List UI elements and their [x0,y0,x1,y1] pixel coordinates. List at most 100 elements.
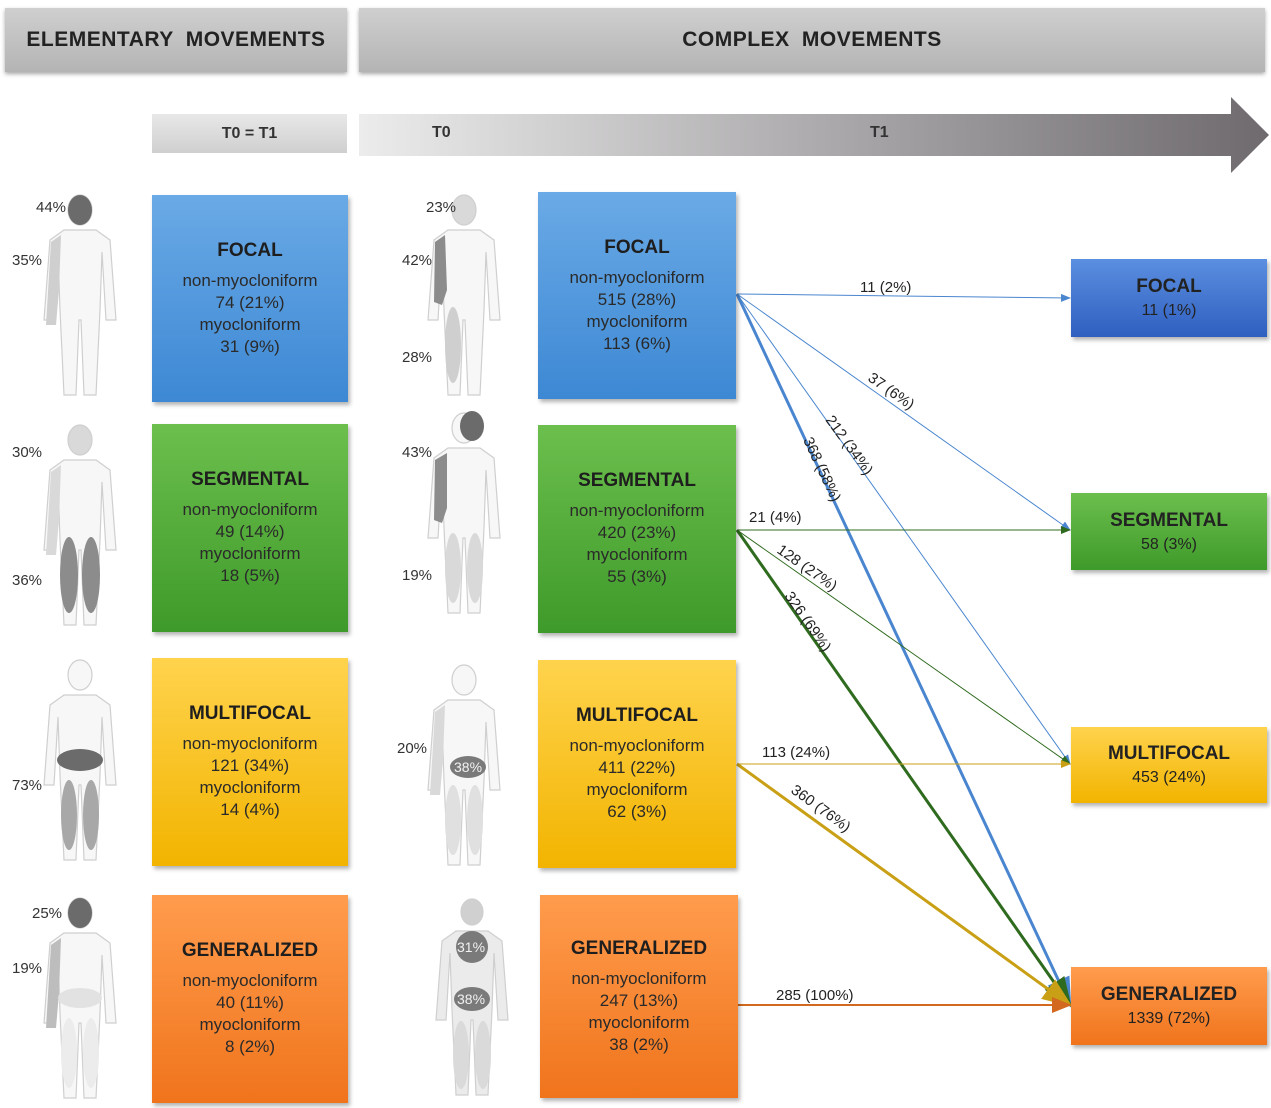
flow-segmental-to-multifocal [736,529,1071,765]
body-figure-elementary-generalized [43,897,117,1099]
box-line: 31 (9%) [220,336,280,356]
flow-focal-to-segmental [736,293,1071,531]
elementary-movements-header: ELEMENTARY MOVEMENTS [5,8,347,72]
pct-el-multifocal: 73% [12,777,43,794]
box-title: GENERALIZED [181,940,319,962]
body-figure-elementary-focal [43,194,117,396]
pct-cx-multifocal-trunk: 38% [454,759,483,775]
pct-cx-multifocal-arm: 20% [397,740,428,757]
flow-focal-to-focal [736,293,1071,302]
box-line: 55 (3%) [607,567,667,587]
box-title: MULTIFOCAL [575,705,699,727]
t0-equals-t1-label: T0 = T1 [221,124,278,142]
pct-cx-generalized-chest: 31% [457,939,486,955]
box-title: FOCAL [217,239,283,261]
box-line: non-myocloniform [571,968,707,988]
box-line: 74 (21%) [215,292,285,312]
box-value: 1339 (72%) [1127,1010,1211,1027]
box-line: 113 (6%) [603,333,671,353]
flow-label-segmental-multifocal: 128 (27%) [774,541,840,595]
flow-label-segmental-generalized: 326 (69%) [781,589,835,655]
box-line: myocloniform [199,778,301,798]
pct-cx-focal-leg: 28% [402,349,433,366]
box-line: 18 (5%) [220,566,280,586]
t1-label: T1 [870,124,889,141]
box-line: myocloniform [199,1015,301,1035]
flow-multifocal-to-generalized [736,762,1073,1007]
pct-el-generalized-arm: 19% [12,960,43,977]
complex-header-label: COMPLEX MOVEMENTS [682,28,942,51]
box-line: 8 (2%) [224,1037,276,1057]
box-line: non-myocloniform [569,736,705,756]
box-line: 420 (23%) [597,523,677,543]
flow-label-generalized-generalized: 285 (100%) [776,987,854,1004]
t1-multifocal-box: MULTIFOCAL 453 (24%) [1071,727,1267,803]
box-line: myocloniform [586,545,688,565]
complex-multifocal-box: MULTIFOCAL non-myocloniform 411 (22%) my… [538,660,736,868]
box-line: myocloniform [199,544,301,564]
pct-cx-focal-head: 23% [426,199,457,216]
flow-label-focal-segmental: 37 (6%) [865,369,918,413]
box-title: FOCAL [1136,276,1202,297]
complex-movements-header: COMPLEX MOVEMENTS [359,8,1265,72]
pct-el-focal-arm: 35% [12,252,43,269]
t1-generalized-box: GENERALIZED 1339 (72%) [1071,967,1267,1045]
box-line: non-myocloniform [182,734,318,754]
box-line: 515 (28%) [597,289,677,309]
flow-focal-to-multifocal [736,293,1071,765]
pct-cx-segmental-legs: 19% [402,567,433,584]
box-line: 49 (14%) [215,522,285,542]
pct-el-focal-head: 44% [36,199,67,216]
box-value: 453 (24%) [1132,769,1206,786]
elementary-header-label: ELEMENTARY MOVEMENTS [26,28,326,51]
flow-focal-to-generalized [735,293,1072,1008]
pct-cx-generalized-trunk: 38% [457,991,486,1007]
elementary-generalized-box: GENERALIZED non-myocloniform 40 (11%) my… [152,895,348,1103]
pct-el-segmental-legs: 36% [12,572,43,589]
box-title: SEGMENTAL [191,469,309,491]
box-line: 40 (11%) [216,993,284,1013]
box-line: non-myocloniform [569,501,705,521]
flow-segmental-to-generalized [735,529,1072,1008]
box-title: MULTIFOCAL [1107,743,1231,764]
body-figure-elementary-multifocal [43,659,117,861]
complex-generalized-box: GENERALIZED non-myocloniform 247 (13%) m… [540,895,738,1098]
body-figure-elementary-segmental [43,424,117,626]
flow-label-focal-generalized: 368 (58%) [799,435,844,505]
flow-label-multifocal-multifocal: 113 (24%) [762,744,830,761]
box-line: 62 (3%) [607,802,667,822]
pct-cx-focal-arm: 42% [402,252,433,269]
complex-segmental-box: SEGMENTAL non-myocloniform 420 (23%) myo… [538,425,736,633]
box-line: non-myocloniform [182,971,318,991]
box-line: non-myocloniform [182,500,318,520]
box-line: myocloniform [586,780,688,800]
body-figure-complex-focal [427,194,501,396]
box-title: SEGMENTAL [1110,509,1228,531]
box-title: FOCAL [604,236,670,258]
flow-label-focal-focal: 11 (2%) [860,279,911,296]
body-figure-complex-segmental [427,411,501,614]
box-line: 247 (13%) [599,990,679,1010]
box-value: 58 (3%) [1140,535,1198,553]
box-line: myocloniform [199,314,301,334]
t0-label: T0 [432,124,451,141]
box-line: 14 (4%) [220,800,280,820]
box-line: 411 (22%) [598,758,676,778]
elementary-multifocal-box: MULTIFOCAL non-myocloniform 121 (34%) my… [152,658,348,866]
t1-segmental-box: SEGMENTAL 58 (3%) [1071,493,1267,570]
t0-equals-t1-bar: T0 = T1 [152,114,347,153]
body-figure-complex-multifocal [427,664,501,866]
pct-el-generalized-head: 25% [32,905,63,922]
pct-el-segmental-arm: 30% [12,444,43,461]
box-line: non-myocloniform [569,267,705,287]
box-title: GENERALIZED [1100,984,1238,1005]
complex-focal-box: FOCAL non-myocloniform 515 (28%) myoclon… [538,192,736,399]
flow-label-segmental-segmental: 21 (4%) [749,509,802,526]
box-line: 121 (34%) [210,756,290,776]
box-value: 11 (1%) [1141,302,1197,319]
body-figure-complex-generalized [435,898,509,1096]
box-title: GENERALIZED [570,937,708,959]
box-line: myocloniform [588,1012,690,1032]
time-arrow [359,97,1269,173]
